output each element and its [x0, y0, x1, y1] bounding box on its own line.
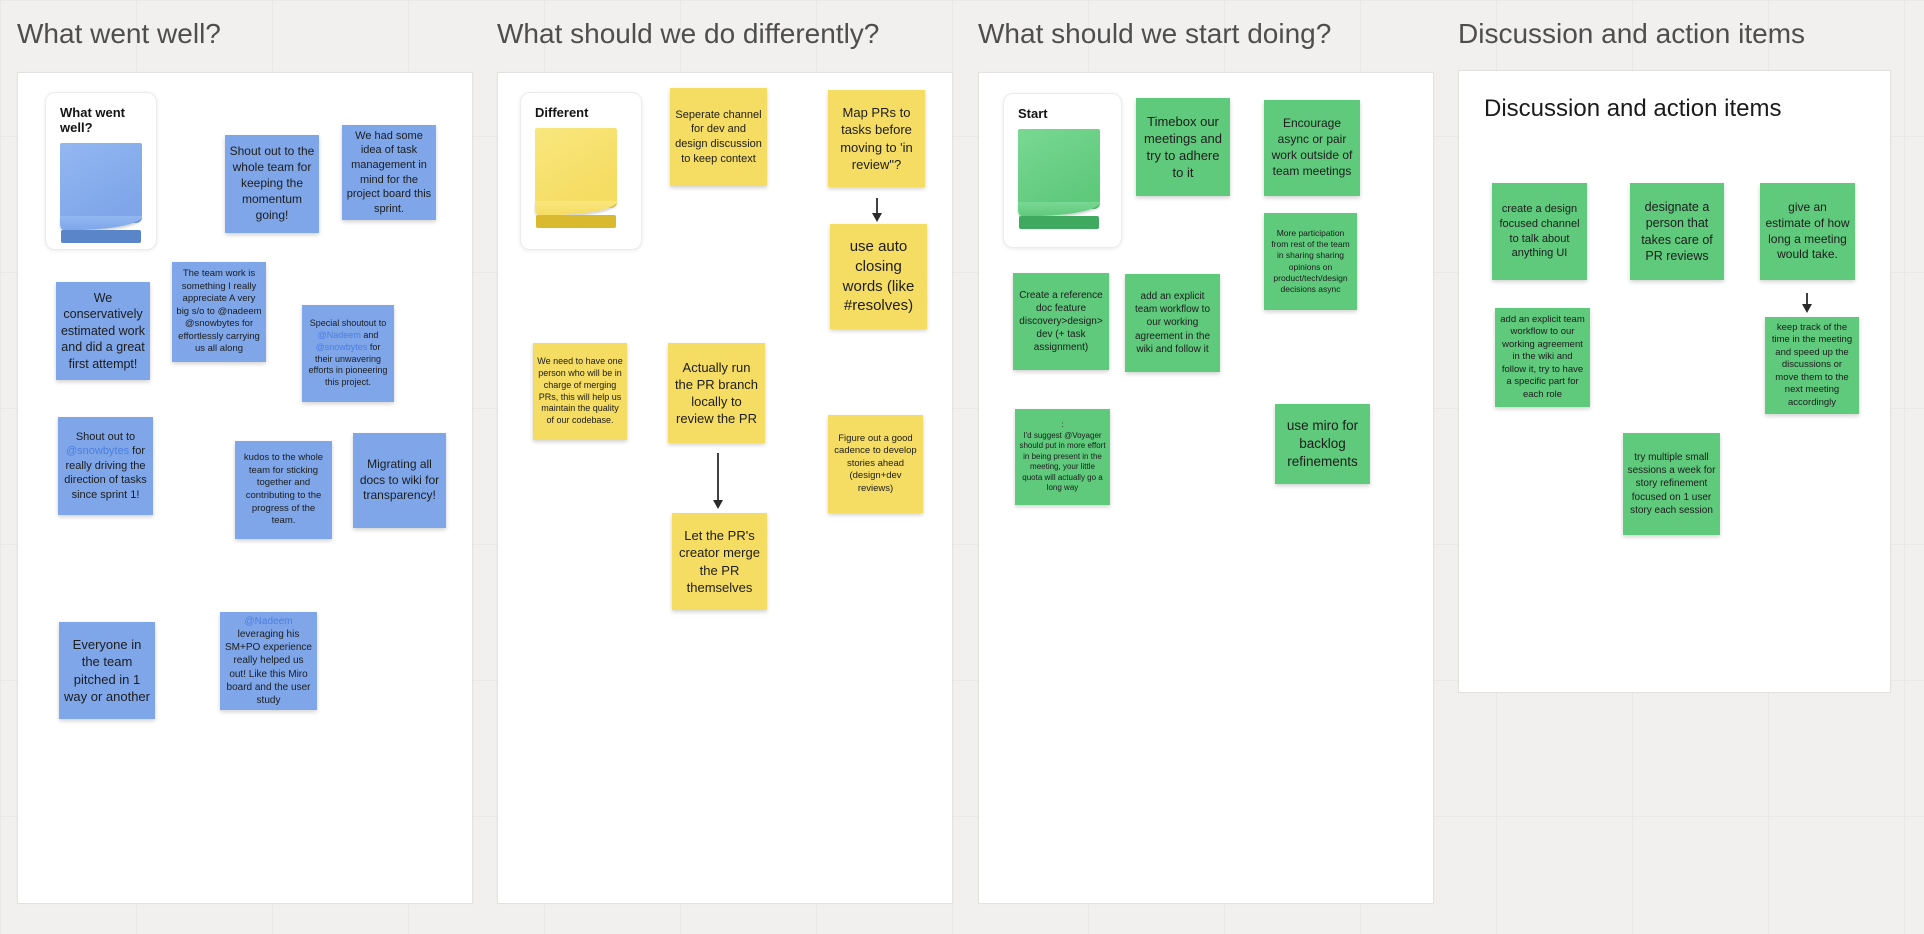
sticky-note[interactable]: Shout out to the whole team for keeping …	[225, 135, 319, 233]
sticky-note[interactable]: use miro for backlog refinements	[1275, 404, 1370, 484]
sticky-note-text: try multiple small sessions a week for s…	[1627, 452, 1716, 516]
sticky-note[interactable]: designate a person that takes care of PR…	[1630, 183, 1724, 280]
sticky-note[interactable]: Let the PR's creator merge the PR themse…	[672, 513, 767, 610]
sticky-note[interactable]: Seperate channel for dev and design disc…	[670, 88, 767, 186]
frame-title[interactable]: What should we start doing?	[978, 18, 1332, 49]
sticky-note[interactable]: @Nadeem leveraging his SM+PO experience …	[220, 612, 317, 710]
sticky-note-text: We need to have one person who will be i…	[537, 355, 623, 426]
sticky-curl	[535, 201, 617, 215]
frame-card-label: What went well?	[60, 105, 125, 135]
sticky-note[interactable]: Migrating all docs to wiki for transpare…	[353, 433, 446, 528]
frame-title[interactable]: Discussion and action items	[1458, 18, 1806, 49]
sticky-note[interactable]: Everyone in the team pitched in 1 way or…	[59, 622, 155, 719]
sticky-note-image	[60, 143, 142, 243]
sticky-note-text: Create a reference doc feature discovery…	[1019, 289, 1103, 354]
sticky-curl	[60, 216, 142, 230]
sticky-note-text: Special shoutout to @Nadeem and @snowbyt…	[308, 317, 388, 388]
sticky-note-text: add an explicit team workflow to our wor…	[1500, 313, 1585, 400]
sticky-note[interactable]: We need to have one person who will be i…	[533, 343, 627, 440]
connector-arrow-down[interactable]	[711, 453, 725, 509]
sticky-note-text: give an estimate of how long a meeting w…	[1765, 199, 1850, 262]
sticky-strip	[60, 230, 142, 243]
sticky-note[interactable]: Actually run the PR branch locally to re…	[668, 343, 765, 443]
sticky-note-text: keep track of the time in the meeting an…	[1771, 321, 1853, 408]
frame-heading-text[interactable]: Discussion and action items	[1484, 95, 1782, 122]
sticky-curl	[1018, 202, 1100, 216]
sticky-note[interactable]: Map PRs to tasks before moving to 'in re…	[828, 90, 925, 187]
frame-title[interactable]: What went well?	[17, 18, 221, 49]
frame-card-label: Start	[1018, 106, 1048, 121]
sticky-note-text: We conservatively estimated work and did…	[60, 290, 146, 371]
sticky-note[interactable]: create a design focused channel to talk …	[1492, 183, 1587, 280]
connector-arrow-down[interactable]	[1800, 293, 1814, 313]
sticky-note[interactable]: : I'd suggest @Voyager should put in mor…	[1015, 409, 1110, 505]
sticky-note[interactable]: We had some idea of task management in m…	[342, 125, 436, 220]
sticky-note[interactable]: add an explicit team workflow to our wor…	[1495, 308, 1590, 407]
sticky-note[interactable]: Encourage async or pair work outside of …	[1264, 100, 1360, 196]
sticky-note-text: Encourage async or pair work outside of …	[1271, 116, 1353, 178]
mention-link[interactable]: @snowbytes	[315, 341, 368, 352]
sticky-note-text: create a design focused channel to talk …	[1499, 203, 1580, 260]
sticky-note-text: The team work is something I really appr…	[176, 268, 262, 355]
sticky-note-text: Actually run the PR branch locally to re…	[674, 359, 759, 427]
sticky-note-text: designate a person that takes care of PR…	[1641, 199, 1713, 264]
frame-card-label: Different	[535, 105, 589, 120]
mention-link[interactable]: @snowbytes	[65, 445, 130, 458]
sticky-face	[535, 128, 617, 208]
sticky-note-text: Shout out to the whole team for keeping …	[229, 144, 315, 222]
sticky-note-text: Map PRs to tasks before moving to 'in re…	[840, 105, 913, 172]
sticky-note-text: use auto closing words (like #resolves)	[842, 237, 915, 315]
sticky-note-text: Let the PR's creator merge the PR themse…	[679, 528, 760, 595]
mention-link[interactable]: @Nadeem	[317, 329, 361, 340]
frame-card[interactable]: Different	[520, 92, 642, 250]
sticky-note[interactable]: Timebox our meetings and try to adhere t…	[1136, 98, 1230, 196]
sticky-note[interactable]: More participation from rest of the team…	[1264, 213, 1357, 310]
sticky-note-text: Seperate channel for dev and design disc…	[675, 108, 762, 165]
sticky-note-text: Figure out a good cadence to develop sto…	[834, 432, 917, 494]
sticky-note-text: Shout out to @snowbytes for really drivi…	[64, 430, 147, 501]
frame-title[interactable]: What should we do differently?	[497, 18, 880, 49]
frame-card[interactable]: Start	[1003, 93, 1122, 248]
sticky-note[interactable]: try multiple small sessions a week for s…	[1623, 433, 1720, 535]
sticky-note-image	[1018, 129, 1100, 229]
sticky-face	[60, 143, 142, 223]
sticky-note-text: Everyone in the team pitched in 1 way or…	[64, 637, 150, 704]
mention-link[interactable]: @Nadeem	[244, 615, 293, 627]
sticky-note-text: : I'd suggest @Voyager should put in mor…	[1019, 420, 1106, 493]
connector-arrow-down[interactable]	[870, 198, 884, 222]
sticky-note[interactable]: keep track of the time in the meeting an…	[1765, 317, 1859, 414]
sticky-note[interactable]: use auto closing words (like #resolves)	[830, 224, 927, 329]
sticky-strip	[1018, 216, 1100, 229]
sticky-note-text: We had some idea of task management in m…	[346, 129, 432, 215]
sticky-strip	[535, 215, 617, 228]
sticky-note-text: use miro for backlog refinements	[1286, 418, 1359, 469]
sticky-note[interactable]: Create a reference doc feature discovery…	[1013, 273, 1109, 370]
sticky-note-text: kudos to the whole team for sticking tog…	[243, 452, 324, 527]
sticky-note-image	[535, 128, 617, 228]
frame-card[interactable]: What went well?	[45, 92, 157, 250]
sticky-note[interactable]: kudos to the whole team for sticking tog…	[235, 441, 332, 539]
sticky-note[interactable]: The team work is something I really appr…	[172, 262, 266, 362]
sticky-note-text: @Nadeem leveraging his SM+PO experience …	[225, 615, 312, 706]
sticky-note-text: Migrating all docs to wiki for transpare…	[359, 456, 440, 503]
sticky-note[interactable]: Figure out a good cadence to develop sto…	[828, 415, 923, 513]
sticky-face	[1018, 129, 1100, 209]
sticky-note[interactable]: Shout out to @snowbytes for really drivi…	[58, 417, 153, 515]
sticky-note[interactable]: We conservatively estimated work and did…	[56, 282, 150, 380]
sticky-note-text: More participation from rest of the team…	[1271, 227, 1350, 294]
sticky-note[interactable]: Special shoutout to @Nadeem and @snowbyt…	[302, 305, 394, 402]
sticky-note[interactable]: give an estimate of how long a meeting w…	[1760, 183, 1855, 280]
sticky-note-text: add an explicit team workflow to our wor…	[1134, 291, 1211, 355]
sticky-note-text: Timebox our meetings and try to adhere t…	[1143, 113, 1223, 181]
sticky-note[interactable]: add an explicit team workflow to our wor…	[1125, 274, 1220, 372]
